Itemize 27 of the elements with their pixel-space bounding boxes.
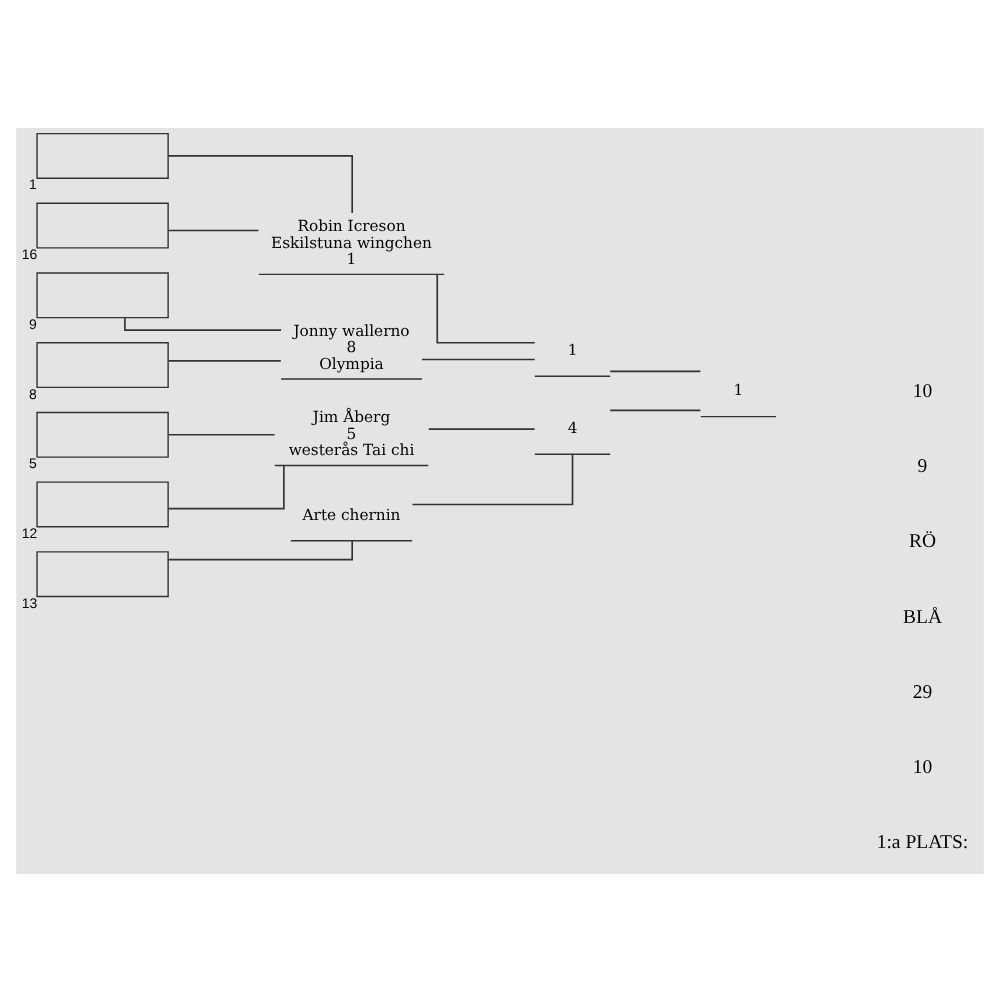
label: 1:a PLATS: [876,831,969,854]
connector [411,452,574,505]
connector [436,272,536,343]
node-box [36,341,169,388]
label: 10 [912,756,933,779]
node-box [36,550,169,597]
connector [427,427,536,430]
label: 29 [912,680,933,703]
connector [124,316,282,331]
node-box [36,131,169,178]
connector [167,359,282,361]
label: 10 [912,379,933,402]
connector [167,228,260,231]
node-box [36,201,169,248]
connector [167,154,354,213]
connector [421,357,536,360]
connector [167,432,276,435]
connector [167,463,285,509]
label: BLÅ [903,605,942,628]
connector [609,408,702,411]
node-box [36,410,169,457]
label: 9 [917,455,928,477]
connector [167,539,354,560]
node-box [36,480,169,527]
connector [609,369,702,372]
node-box [36,271,169,318]
label: RÖ [908,530,937,553]
